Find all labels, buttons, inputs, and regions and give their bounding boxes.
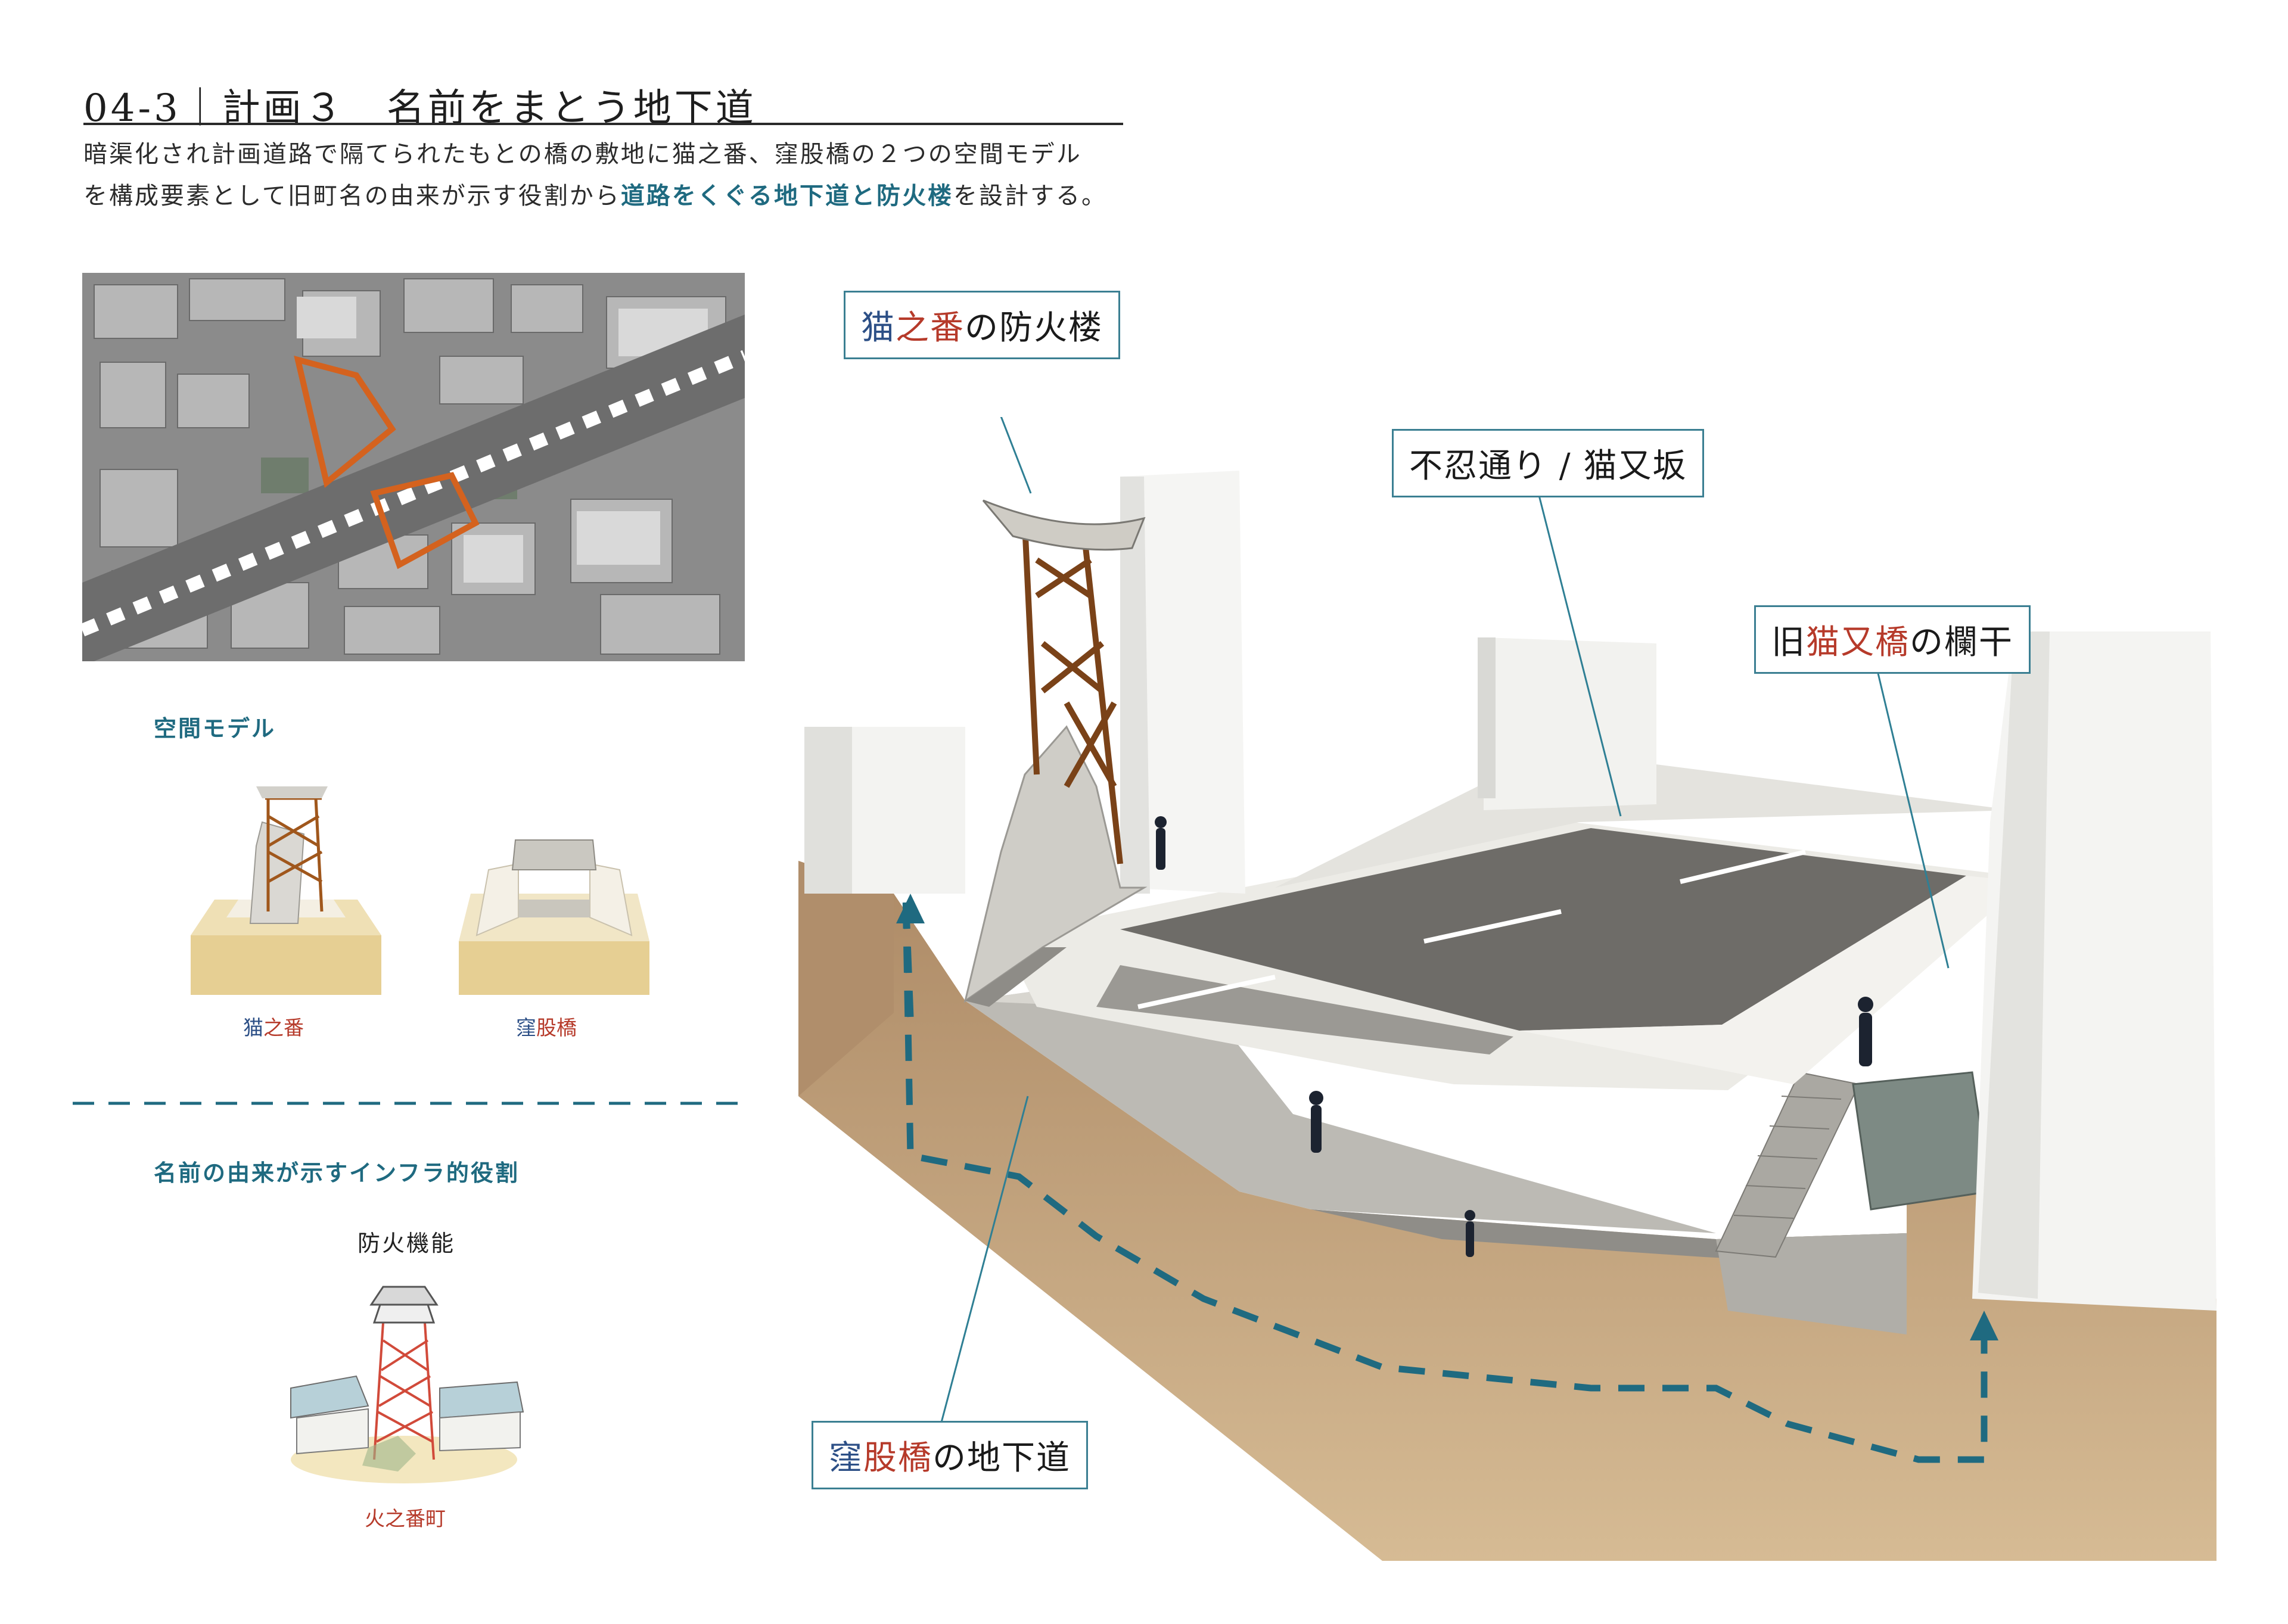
- callout-fire-tower-b: 之番: [896, 309, 965, 347]
- model-fire-tower-caption-a: 猫: [243, 1016, 263, 1040]
- model-fire-tower-drawing: [191, 786, 381, 995]
- model-bridge-caption-b: 股橋: [536, 1016, 577, 1040]
- title-rule: [83, 123, 1123, 125]
- lead-line-2-pre: を構成要素として旧町名の由来が示す役割から: [83, 182, 621, 210]
- fire-function-heading: 防火機能: [358, 1230, 456, 1256]
- callout-railing-c: の欄干: [1910, 623, 2013, 662]
- callout-underpass-a: 窪: [829, 1439, 863, 1477]
- lead-line-2-highlight: 道路をくぐる地下道と防火楼: [620, 182, 954, 210]
- section-model-drawing: [798, 339, 2216, 1561]
- model-fire-tower: [179, 774, 393, 1001]
- section-divider: [73, 1096, 746, 1105]
- model-bridge-caption: 窪股橋: [516, 1012, 577, 1041]
- lead-line-2-post: を設計する。: [953, 182, 1108, 210]
- callout-road: 不忍通り / 猫又坂: [1392, 429, 1705, 497]
- section-model-photo: [786, 339, 2228, 1561]
- infra-heading: 名前の由来が示すインフラ的役割: [154, 1159, 520, 1186]
- aerial-map-drawing: [82, 273, 745, 661]
- callout-fire-tower-c: の防火楼: [965, 309, 1103, 347]
- callout-underpass-b: 股橋: [863, 1439, 932, 1477]
- aerial-photo: [82, 273, 745, 661]
- callout-fire-tower: 猫之番の防火楼: [844, 291, 1120, 359]
- lead-line-1: 暗渠化され計画道路で隔てられたもとの橋の敷地に猫之番、窪股橋の２つの空間モデル: [83, 141, 1082, 168]
- fire-caption: 火之番町: [365, 1507, 446, 1531]
- model-bridge-drawing: [459, 839, 649, 995]
- fire-watchtower-sketch: [279, 1269, 529, 1495]
- spatial-model-heading: 空間モデル: [154, 715, 276, 742]
- lead-line-2: を構成要素として旧町名の由来が示す役割から道路をくぐる地下道と防火楼を設計する。: [83, 176, 1107, 211]
- model-fire-tower-caption: 猫之番: [243, 1012, 304, 1041]
- callout-fire-tower-a: 猫: [861, 309, 896, 347]
- callout-underpass-c: の地下道: [932, 1439, 1071, 1477]
- callout-railing-a: 旧: [1771, 623, 1806, 662]
- callout-underpass: 窪股橋の地下道: [812, 1421, 1088, 1489]
- section-divider-line: [73, 1102, 746, 1105]
- fire-watchtower-sketch-drawing: [290, 1286, 524, 1483]
- model-bridge: [453, 828, 655, 1001]
- callout-railing-b: 猫又橋: [1806, 623, 1910, 662]
- callout-railing: 旧猫又橋の欄干: [1754, 605, 2031, 674]
- model-bridge-caption-a: 窪: [516, 1016, 536, 1040]
- model-fire-tower-caption-b: 之番: [263, 1016, 304, 1040]
